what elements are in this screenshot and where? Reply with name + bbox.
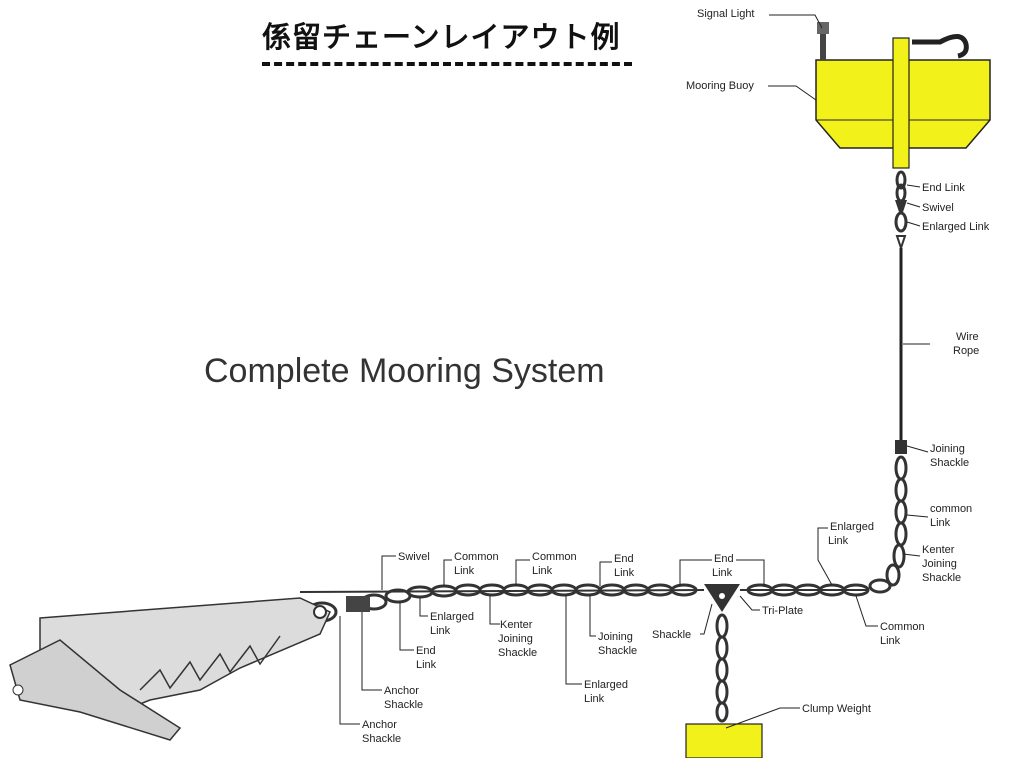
label-enlarged-right-2: Link [828,535,849,547]
main-title: Complete Mooring System [204,352,605,390]
label-anchor-shackle-2b: Shackle [362,733,401,745]
label-enlarged-low-2: Link [584,693,605,705]
swivel-top [895,200,907,212]
label-joining-top-2: Shackle [930,457,969,469]
label-kenter-mid-1: Kenter [500,619,533,631]
label-kenter-mid-2: Joining [498,633,533,645]
label-enlarged-right-1: Enlarged [830,521,874,533]
label-end-center-2: Link [712,567,733,579]
top-chain [894,170,908,252]
label-kenter-right-2: Joining [922,558,957,570]
signal-light-pole [820,32,826,60]
clump-weight [685,723,763,758]
anchor-shackle [346,596,370,612]
label-joining-mid-1: Joining [598,631,633,643]
label-common-mid-2: Link [532,565,553,577]
label-end-left-2: Link [416,659,437,671]
label-clump-weight: Clump Weight [802,703,871,715]
leader-lines [339,14,930,729]
label-common-right-1: common [930,503,972,515]
labels: Signal Light Mooring Buoy End Link Swive… [362,8,990,745]
label-kenter-mid-3: Shackle [498,647,537,659]
label-common-lower-2: Link [880,635,901,647]
label-end-mid-1: End [614,553,634,565]
signal-light-icon [817,22,829,34]
label-common-left-1: Common [454,551,499,563]
label-common-left-2: Link [454,565,475,577]
label-tri-plate: Tri-Plate [762,605,803,617]
label-wire: Wire [956,331,979,343]
label-common-mid-1: Common [532,551,577,563]
label-end-link-top: End Link [922,182,965,194]
label-end-mid-2: Link [614,567,635,579]
label-joining-top-1: Joining [930,443,965,455]
label-swivel-top: Swivel [922,202,954,214]
joining-shackle-top [895,440,907,454]
label-kenter-right-1: Kenter [922,544,955,556]
label-kenter-right-3: Shackle [922,572,961,584]
label-common-right-2: Link [930,517,951,529]
label-shackle: Shackle [652,629,691,641]
title-underline [262,62,632,66]
vertical-chain [868,440,908,594]
label-end-left-1: End [416,645,436,657]
anchor-shank [9,639,182,741]
mooring-buoy [815,22,991,169]
label-end-center-1: End [714,553,734,565]
anchor [9,597,331,741]
japanese-title: 係留チェーンレイアウト例 [262,20,621,54]
label-anchor-shackle-2a: Anchor [362,719,397,731]
label-swivel-left: Swivel [398,551,430,563]
clump-chain [685,613,763,758]
label-rope: Rope [953,345,979,357]
label-enlarged-left-1: Enlarged [430,611,474,623]
label-anchor-shackle-1b: Shackle [384,699,423,711]
label-signal-light: Signal Light [697,8,755,20]
buoy-mast [892,37,910,169]
label-common-lower-1: Common [880,621,925,633]
label-anchor-shackle-1a: Anchor [384,685,419,697]
label-enlarged-low-1: Enlarged [584,679,628,691]
label-enlarged-link-top: Enlarged Link [922,221,990,233]
label-mooring-buoy: Mooring Buoy [686,80,754,92]
tow-hook-icon [912,34,969,59]
label-joining-mid-2: Shackle [598,645,637,657]
label-enlarged-left-2: Link [430,625,451,637]
